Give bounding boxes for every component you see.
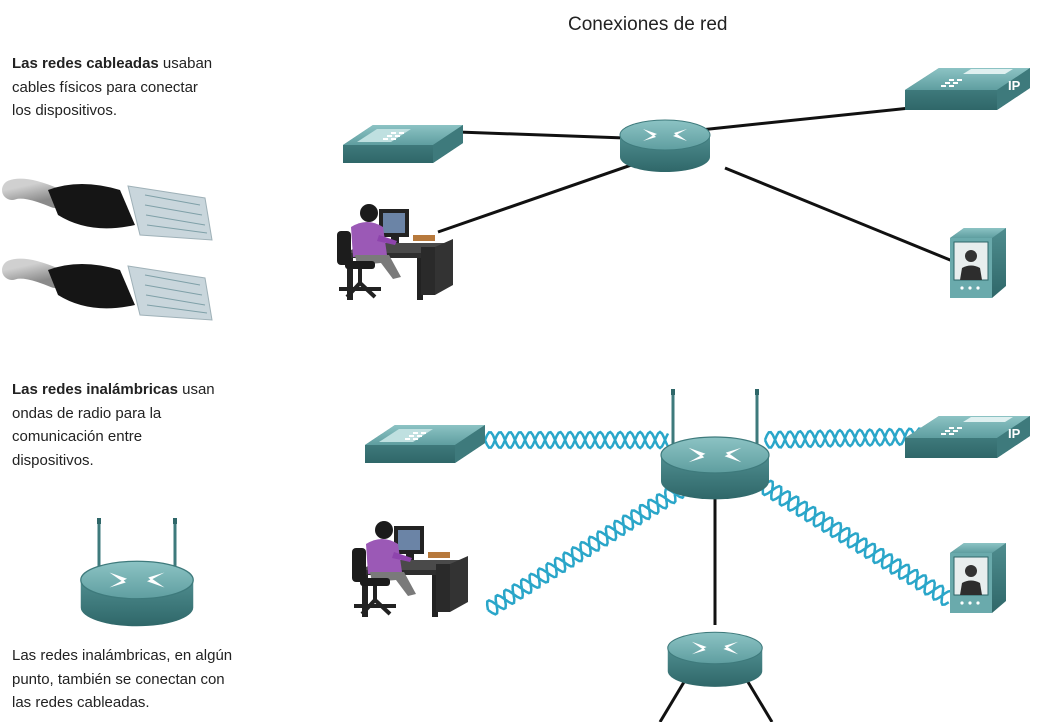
wireless-bold: Las redes inalámbricas <box>12 381 178 398</box>
phone-icon <box>343 125 463 163</box>
wireless-router-icon <box>660 389 770 500</box>
ip-phone-icon: IP <box>905 68 1030 110</box>
wired-description: Las redes cableadas usaban cables físico… <box>12 52 302 123</box>
video-monitor-icon <box>949 542 1007 614</box>
wireless-description: Las redes inalámbricas usan ondas de rad… <box>12 378 302 472</box>
wired-rest: usaban <box>158 55 213 72</box>
video-monitor-icon <box>949 227 1007 299</box>
radio-waves <box>483 427 953 616</box>
workstation-icon <box>350 519 470 619</box>
note-line-3: las redes cableadas. <box>12 694 150 711</box>
wireless-router-icon <box>80 518 194 627</box>
wired-bold: Las redes cableadas <box>12 55 159 72</box>
wireless-note: Las redes inalámbricas, en algún punto, … <box>12 644 312 715</box>
ip-label: IP <box>1008 78 1021 93</box>
ip-phone-icon: IP <box>905 416 1030 458</box>
wireless-line-3: comunicación entre <box>12 428 143 445</box>
ethernet-cable-icon <box>2 178 213 321</box>
router-icon <box>619 119 711 173</box>
wired-line-2: cables físicos para conectar <box>12 78 198 96</box>
diagram-title: Conexiones de red <box>568 14 728 35</box>
workstation-icon <box>335 202 455 302</box>
wireless-rest: usan <box>177 381 215 398</box>
router-icon <box>667 631 763 688</box>
note-line-2: punto, también se conectan con <box>12 670 225 688</box>
note-line-1: Las redes inalámbricas, en algún <box>12 647 233 664</box>
wired-links <box>437 106 956 264</box>
wireless-line-4: dispositivos. <box>12 451 94 469</box>
wired-line-3: los dispositivos. <box>12 102 118 119</box>
wireless-line-2: ondas de radio para la <box>12 404 162 422</box>
phone-icon <box>365 425 485 463</box>
ip-label: IP <box>1008 426 1021 441</box>
